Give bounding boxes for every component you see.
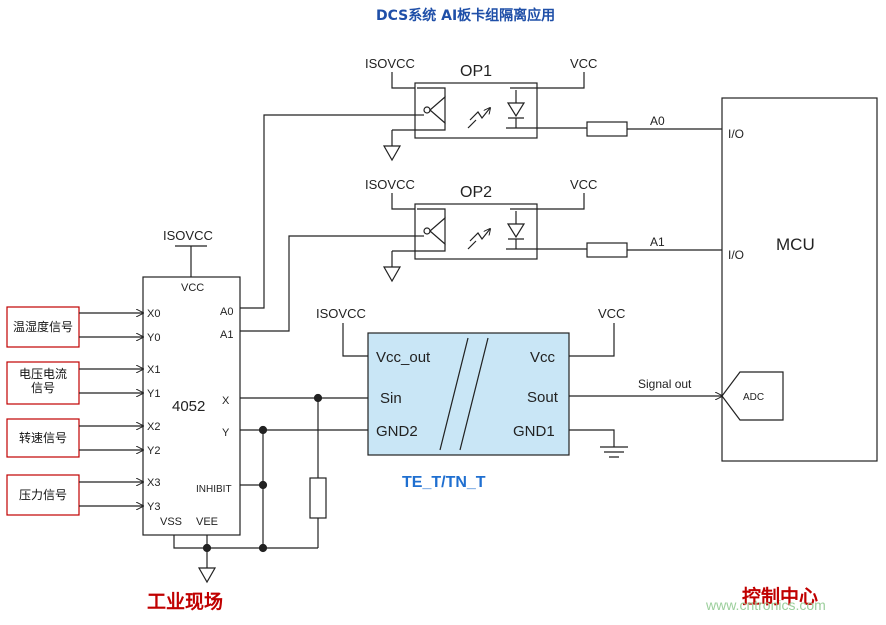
- mux-pin-x3: X3: [147, 477, 160, 489]
- op2-ground-symbol: [382, 266, 402, 283]
- op2-vcc-label: VCC: [570, 177, 597, 192]
- op2-isovcc-wire: [391, 193, 415, 210]
- isolator-vcc-out-label: Vcc_out: [376, 349, 431, 366]
- mux-ground-symbol: [197, 567, 217, 584]
- input-box-pressure: [6, 474, 80, 516]
- input-label-speed: 转速信号: [19, 430, 67, 445]
- gnd1-wire: [569, 429, 615, 447]
- isolator-left-supply-label: ISOVCC: [316, 306, 366, 321]
- mux-pin-vss: VSS: [160, 516, 182, 528]
- mux-ground-wire: [173, 535, 318, 568]
- op2-ground-wire: [391, 250, 415, 267]
- op2-output-gate: [429, 216, 446, 246]
- isolator-module-label: TE_T/TN_T: [402, 474, 486, 491]
- op1-led: [506, 102, 526, 119]
- isolator-sin-label: Sin: [380, 390, 402, 407]
- isolator-vcc-label: Vcc: [530, 349, 556, 366]
- mux-pin-a0: A0: [220, 306, 233, 318]
- isolator-gnd1-label: GND1: [513, 423, 555, 440]
- mux-pin-y1: Y1: [147, 388, 160, 400]
- isolation-barrier-2: [459, 337, 489, 451]
- watermark: www.cntronics.com: [705, 597, 826, 613]
- op1-ground-symbol: [382, 145, 402, 162]
- input-box-voltage-current: [6, 361, 80, 405]
- isolator-gnd2-label: GND2: [376, 423, 418, 440]
- pulldown-resistor: [309, 477, 327, 519]
- mux-pin-inhibit: INHIBIT: [196, 484, 232, 495]
- diagram-title: DCS系统 AI板卡组隔离应用: [376, 7, 555, 24]
- op2-body: [414, 203, 538, 260]
- mcu-io1-label: I/O: [728, 127, 744, 141]
- op2-led: [506, 223, 526, 240]
- input-label-voltage-current: 电压电流信号: [19, 367, 67, 395]
- mux-pin-y: Y: [222, 427, 230, 439]
- op2-series-resistor: [586, 242, 628, 258]
- input-box-speed: [6, 418, 80, 458]
- op1-ground-wire: [391, 129, 415, 146]
- op2-name: OP2: [460, 184, 492, 201]
- op1-vcc-label: VCC: [570, 56, 597, 71]
- input-label-pressure: 压力信号: [19, 488, 67, 502]
- mcu-body: [721, 97, 878, 462]
- mcu-name: MCU: [776, 235, 815, 254]
- isolator-sout-label: Sout: [527, 389, 559, 406]
- vcc-supply-wire: [569, 323, 615, 357]
- mux-isovcc-label: ISOVCC: [163, 228, 213, 243]
- op1-signal-label: A0: [650, 114, 665, 128]
- mux-pin-x2: X2: [147, 421, 160, 433]
- gnd1-ground-symbol: [600, 446, 628, 458]
- op1-series-resistor: [586, 121, 628, 137]
- mux-pin-x0: X0: [147, 308, 160, 320]
- op2-isovcc-label: ISOVCC: [365, 177, 415, 192]
- op1-isovcc-label: ISOVCC: [365, 56, 415, 71]
- input-box-temp-humidity: [6, 306, 80, 348]
- mux-pin-x: X: [222, 395, 230, 407]
- mux-pin-y2: Y2: [147, 445, 160, 457]
- op1-name: OP1: [460, 63, 492, 80]
- mux-pin-a1: A1: [220, 329, 233, 341]
- isolator-right-supply-label: VCC: [598, 306, 625, 321]
- adc-label: ADC: [743, 392, 764, 403]
- op1-output-gate: [429, 95, 446, 125]
- mux-pin-x1: X1: [147, 364, 160, 376]
- isolation-barrier-1: [439, 337, 469, 451]
- op2-signal-label: A1: [650, 235, 665, 249]
- input-label-temp-humidity: 温湿度信号: [13, 319, 73, 334]
- mux-pin-vcc: VCC: [181, 282, 204, 294]
- signal-out-label: Signal out: [638, 377, 692, 391]
- mux-pin-y3: Y3: [147, 501, 160, 513]
- wire-a1-to-op2: [240, 235, 415, 332]
- control-side-label: 控制中心: [742, 585, 818, 608]
- mux-name: 4052: [172, 398, 205, 415]
- wire-a0-to-op1: [240, 114, 415, 309]
- mcu-io2-label: I/O: [728, 248, 744, 262]
- isolation-module-body: [367, 332, 570, 456]
- op1-isovcc-wire: [391, 72, 415, 89]
- isovcc-supply-wire: [342, 323, 368, 357]
- adc-block: [721, 371, 784, 421]
- mux-pin-y0: Y0: [147, 332, 160, 344]
- op1-body: [414, 82, 538, 139]
- field-side-label: 工业现场: [147, 591, 223, 613]
- mux-pin-vee: VEE: [196, 516, 218, 528]
